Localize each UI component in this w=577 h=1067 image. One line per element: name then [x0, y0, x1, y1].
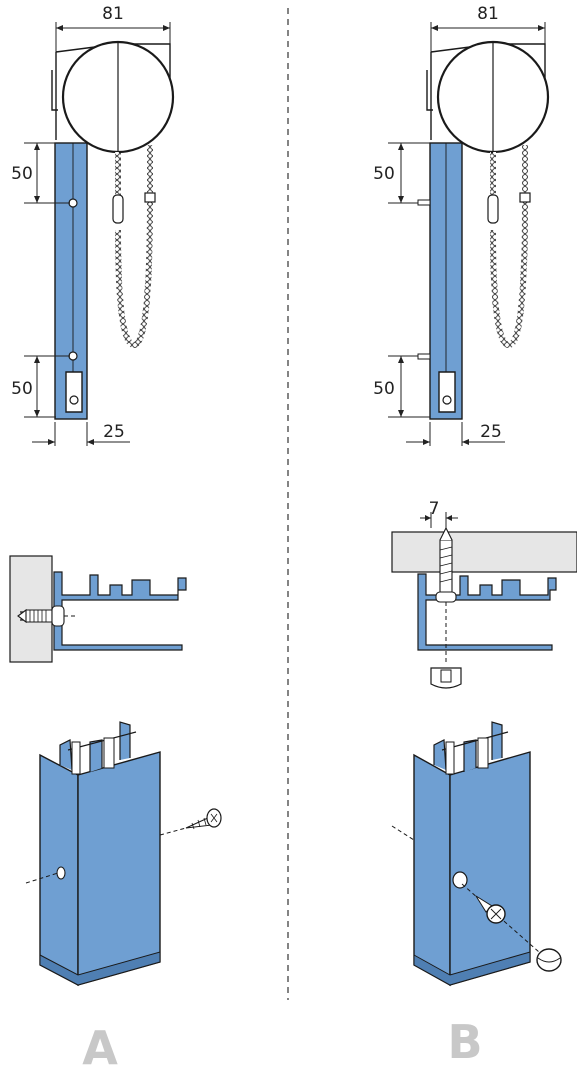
dim-width-b-label: 25 [480, 422, 502, 442]
profile-3d-a [25, 721, 222, 987]
bottom-bracket-b [438, 371, 456, 413]
screw-3d-b [475, 895, 506, 924]
hole-3d-a [56, 866, 66, 880]
dim-top-b-label: 81 [477, 4, 499, 24]
dim-lower-b-label: 50 [373, 379, 395, 399]
dimension-upper-b: 50 [373, 142, 430, 204]
ceiling-b [391, 531, 577, 573]
dim-upper-b-label: 50 [373, 164, 395, 184]
dimension-lower-b: 50 [373, 355, 430, 418]
dimension-width-b: 25 [406, 422, 505, 446]
panel-b: 81 50 5 [373, 4, 577, 1067]
dim-offset-b-label: 7 [429, 499, 440, 519]
hole-upper-a [68, 198, 78, 208]
panel-a: 81 50 [9, 4, 222, 1067]
dimension-upper-a: 50 [11, 142, 70, 204]
dim-width-a-label: 25 [103, 422, 125, 442]
dim-lower-a-label: 50 [11, 379, 33, 399]
wall-a [9, 555, 53, 663]
dim-upper-a-label: 50 [11, 164, 33, 184]
panel-b-label: B [447, 1015, 482, 1067]
screw-a [17, 608, 53, 624]
chain-b [490, 145, 528, 349]
panel-a-label: A [82, 1021, 118, 1067]
screw-3d-a [185, 808, 222, 830]
dimension-lower-a: 50 [11, 355, 70, 418]
hole-3d-b [452, 871, 468, 889]
roller-bracket-a [51, 43, 171, 140]
screw-stub-lower-b [417, 353, 431, 360]
cap-b [430, 667, 462, 689]
section-wall-a [9, 555, 187, 663]
chain-a [115, 145, 153, 349]
dim-top-a-label: 81 [102, 4, 124, 24]
screw-stub-upper-b [417, 199, 431, 206]
dimension-top-b: 81 [430, 4, 546, 80]
roller-bracket-b [426, 43, 546, 140]
bottom-bracket-a [65, 371, 83, 413]
hole-lower-a [68, 351, 78, 361]
dimension-width-a: 25 [32, 422, 130, 446]
cap-3d-b [536, 948, 562, 972]
screw-b [435, 526, 457, 603]
profile-3d-b [391, 721, 562, 987]
section-ceiling-b: 7 [391, 499, 577, 689]
